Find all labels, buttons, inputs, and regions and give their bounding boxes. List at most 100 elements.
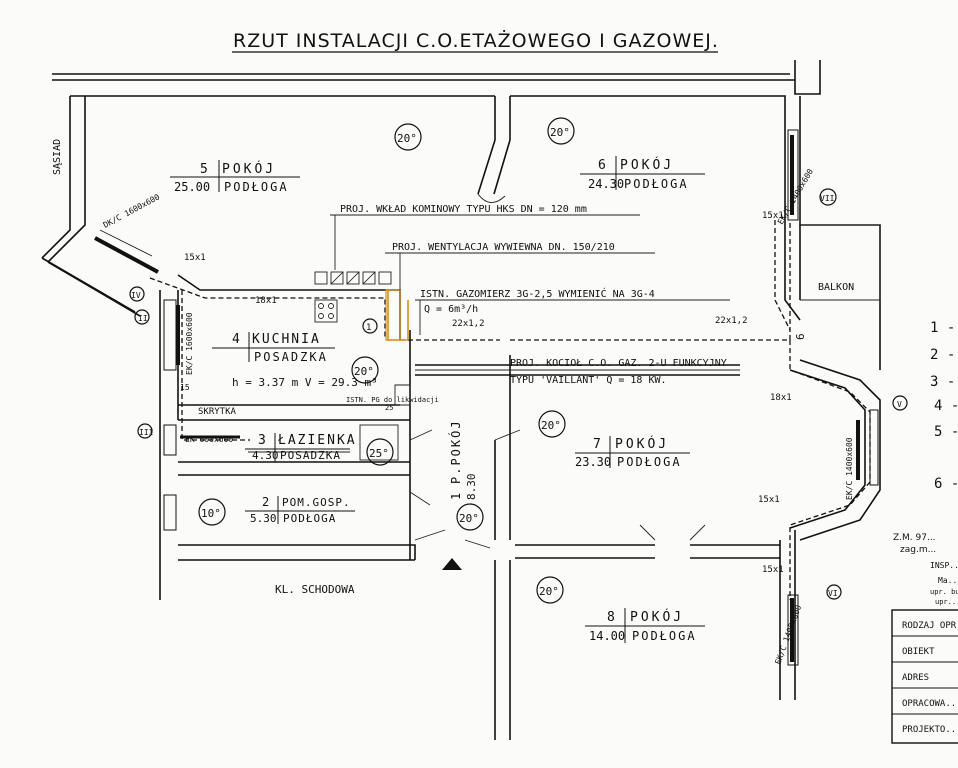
- gas-meter-box: [385, 289, 401, 341]
- kitchen-window: [163, 299, 177, 371]
- room-7-name: POKÓJ: [615, 436, 669, 452]
- door-swing: [477, 193, 506, 203]
- room-3-number: 3: [258, 433, 266, 448]
- room-5-number: 5: [200, 162, 208, 177]
- radiator-label-kitchen: EK/C 1600x600: [185, 312, 194, 375]
- storage-window: [163, 494, 177, 531]
- room-7-area: 23.30: [575, 455, 611, 469]
- top-right-column: [794, 60, 821, 95]
- chimney-note: PROJ. WKŁAD KOMINOWY TYPU HKS DN = 120 m…: [340, 204, 587, 215]
- room-8-area: 14.00: [589, 629, 625, 643]
- room-3-name: ŁAZIENKA: [277, 433, 357, 448]
- room-8-floor: PODŁOGA: [632, 629, 697, 643]
- stamp-line-1: INSP...: [930, 561, 958, 570]
- gas-meter-note-1: ISTN. GAZOMIERZ 3G-2,5 WYMIENIĆ NA 3G-4: [420, 287, 655, 300]
- partition-7-8: [515, 544, 780, 559]
- room-8-number: 8: [607, 610, 615, 625]
- top-wall: [52, 73, 795, 81]
- marker-v: V: [897, 400, 902, 409]
- tag-1: 1: [366, 323, 371, 333]
- ventilation-note: PROJ. WENTYLACJA WYWIEWNA DN. 150/210: [392, 242, 615, 253]
- legend-2: 2 - (: [930, 347, 958, 363]
- hall-east-wall: [494, 355, 511, 540]
- note-1: Z.M. 97...: [893, 533, 936, 543]
- room-8: 8 POKÓJ 14.00 PODŁOGA 20°: [536, 576, 705, 643]
- stamp-line-3: upr. bu...: [930, 588, 958, 596]
- room-5: 5 POKÓJ 25.00 PODŁOGA 20°: [170, 123, 422, 194]
- tag-circle-1: [362, 318, 378, 334]
- pipe-label-22x1-a: 22x1,2: [452, 319, 485, 329]
- partition-5-6: [477, 96, 511, 195]
- marker-iv: IV: [131, 291, 141, 300]
- room-2: 2 POM.GOSP. 5.30 PODŁOGA 10°: [198, 495, 355, 526]
- diagram-title: RZUT INSTALACJI C.O.ETAŻOWEGO I GAZOWEJ.: [233, 29, 719, 52]
- chimney-leader: [330, 214, 640, 270]
- title-block-row-2: OBIEKT: [902, 647, 935, 657]
- pipe-label-15x1-b: 15x1: [762, 211, 784, 221]
- room-5-name: POKÓJ: [222, 161, 276, 177]
- pipe-label-15x1-d: 15x1: [762, 565, 784, 575]
- title-block-row-1: RODZAJ OPR...: [902, 621, 958, 631]
- room-5-area: 25.00: [174, 180, 210, 194]
- kitchen-hall-wall: [415, 364, 740, 376]
- old-heater: [394, 384, 411, 406]
- pipe-bay-room8: [789, 340, 871, 600]
- radiator-label-bath: EK 600x600: [185, 435, 233, 444]
- room-6-area: 24.30: [588, 177, 624, 191]
- room-8-name: POKÓJ: [630, 609, 684, 625]
- right-outer-wall: [799, 96, 881, 370]
- room-5-floor: PODŁOGA: [224, 180, 289, 194]
- room-2-temp: 10°: [201, 507, 221, 520]
- room-5-temp: 20°: [397, 132, 417, 145]
- room-3-area: 4.30: [252, 449, 279, 462]
- room6-window: [787, 129, 799, 221]
- kitchen-fixtures: [314, 271, 392, 323]
- room-7-floor: PODŁOGA: [617, 455, 682, 469]
- room-7: 7 POKÓJ 23.30 PODŁOGA 20°: [538, 410, 690, 469]
- room-7-temp: 20°: [541, 419, 561, 432]
- bay-window-outer: [799, 359, 881, 541]
- legend-1: 1 - -: [930, 320, 958, 336]
- tag-6: 6: [794, 333, 807, 340]
- room-1-area: 8.30: [465, 474, 478, 501]
- room-1-number: 1: [449, 493, 463, 500]
- boiler-note-2: TYPU 'VAILLANT' Q = 18 KW.: [510, 375, 667, 386]
- legend-3: 3 -: [930, 374, 955, 390]
- pipe-room6: [774, 220, 791, 331]
- room-4-number: 4: [232, 332, 240, 347]
- room-6: 6 POKÓJ 24.30 PODŁOGA 20°: [547, 117, 705, 191]
- room-7-number: 7: [593, 437, 601, 452]
- marker-vi: VI: [828, 589, 838, 598]
- room-1-temp-circle: [456, 503, 484, 531]
- kitchen-bath-wall: [178, 404, 410, 421]
- stamp-line-2: Ma...: [938, 576, 958, 585]
- room-6-number: 6: [598, 158, 606, 173]
- legend-5: 5 -: [934, 424, 958, 440]
- room-3-floor: POSADZKA: [280, 449, 341, 462]
- room-6-name: POKÓJ: [620, 157, 674, 173]
- misc-leaders: [99, 229, 350, 453]
- neighbor-label: SĄSIAD: [52, 139, 63, 175]
- storage-stair-wall: [178, 544, 416, 561]
- tag-25: 25: [385, 404, 393, 412]
- room-1-name: P.POKÓJ: [448, 419, 463, 484]
- room-2-floor: PODŁOGA: [283, 512, 336, 525]
- pipe-label-18x1-a: 18x1: [255, 296, 277, 306]
- marker-ii: II: [138, 314, 148, 323]
- room-1-temp: 20°: [459, 512, 479, 525]
- istn-pg-note: ISTN. PG do likwidacji: [346, 396, 439, 404]
- stairs-label: KL. SCHODOWA: [275, 583, 355, 596]
- meter-leader: [415, 299, 730, 335]
- legend-4: 4 -: [934, 398, 958, 414]
- stamp-line-4: upr...: [935, 598, 958, 606]
- room8-west-wall: [494, 560, 511, 740]
- radiator-label-dk-c: DK/C 1600x600: [102, 192, 162, 229]
- room6-outer-wall: [510, 95, 786, 230]
- room-4-floor: POSADZKA: [254, 350, 328, 364]
- window-diagonal: [41, 257, 141, 317]
- bay-window-inner: [789, 369, 866, 529]
- room-6-floor: PODŁOGA: [624, 177, 689, 191]
- gas-meter-note-2: Q = 6m³/h: [424, 304, 478, 315]
- gas-pipe: [387, 290, 409, 341]
